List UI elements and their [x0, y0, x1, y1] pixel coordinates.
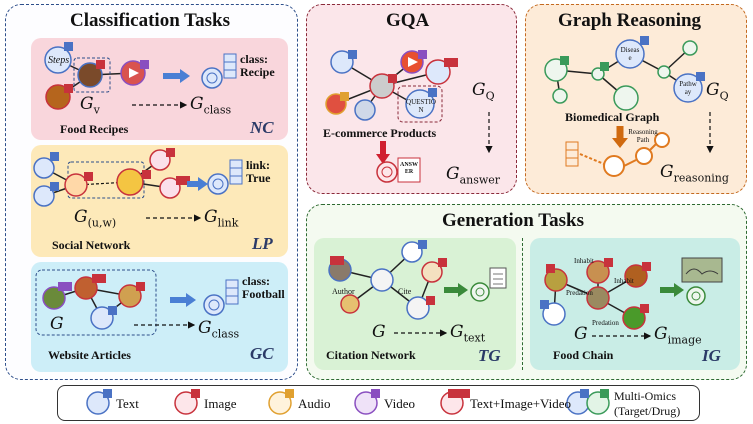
gc-class-value: Football: [242, 287, 285, 301]
graph-caption: Biomedical Graph: [565, 110, 660, 124]
gc-gclass: Gclass: [198, 318, 240, 341]
classification-title: Classification Tasks: [70, 10, 230, 31]
legend-tiv: Text+Image+Video: [470, 396, 572, 411]
tg-cite: Cite: [398, 287, 412, 296]
graph-pathway: Pathway: [679, 80, 697, 96]
nc-caption: Food Recipes: [60, 122, 129, 136]
legend-video: Video: [384, 396, 415, 411]
gqa-title: GQA: [386, 10, 430, 31]
gc-g: G: [50, 314, 64, 334]
gqa-ganswer: Ganswer: [446, 164, 501, 187]
gqa-caption: E-commerce Products: [323, 126, 437, 140]
graph-title: Graph Reasoning: [558, 10, 702, 31]
gqa-graph: [325, 50, 493, 183]
lp-link-prefix: link:: [246, 158, 271, 172]
lp-glink: Glink: [204, 207, 239, 230]
nc-class-prefix: class:: [240, 52, 268, 66]
graph-gq: GQ: [706, 80, 729, 103]
generation-divider: [522, 238, 523, 370]
ig-inhabit1: Inhabit: [574, 257, 594, 265]
legend-omics: Multi-Omics: [614, 389, 676, 403]
nc-graph: [44, 42, 237, 110]
gc-tag: GC: [250, 344, 274, 363]
graph-disease: Disease: [620, 46, 640, 62]
ig-graph: [540, 257, 723, 340]
legend-image: Image: [204, 396, 237, 411]
ig-gimage: Gimage: [654, 324, 702, 347]
tg-caption: Citation Network: [326, 348, 416, 362]
ig-inhabit2: Inhabit: [614, 277, 634, 285]
ig-tag: IG: [702, 346, 721, 365]
nc-gclass: Gclass: [190, 94, 232, 117]
lp-graph: [33, 148, 243, 222]
lp-link-value: True: [246, 171, 271, 185]
gqa-gq: GQ: [472, 80, 495, 103]
nc-class-value: Recipe: [240, 65, 275, 79]
gqa-question: QUESTION: [406, 98, 436, 114]
ig-predation1: Predation: [566, 289, 593, 297]
generation-title: Generation Tasks: [442, 210, 585, 231]
graph-greason: Greasoning: [660, 162, 729, 185]
gc-box: [31, 262, 288, 372]
tg-tag: TG: [478, 346, 501, 365]
tg-g: G: [372, 322, 386, 342]
gc-graph: [35, 269, 239, 336]
gqa-answer: ANSWER: [399, 162, 418, 175]
graph-path-label: Reasoning Path: [628, 128, 658, 144]
ig-predation2: Predation: [592, 319, 619, 327]
graph-reasoning-graph: [544, 36, 714, 177]
lp-caption: Social Network: [52, 238, 131, 252]
ig-caption: Food Chain: [553, 348, 614, 362]
lp-g: G(u,w): [74, 207, 117, 230]
legend-omics2: (Target/Drug): [614, 404, 681, 418]
tg-gtext: Gtext: [450, 322, 486, 345]
legend-audio: Audio: [298, 396, 331, 411]
ig-g: G: [574, 324, 588, 344]
tg-graph: [328, 240, 507, 337]
nc-tag: NC: [250, 118, 274, 137]
gc-caption: Website Articles: [48, 348, 131, 362]
legend-icons: [86, 389, 610, 415]
nc-steps-label: Steps: [48, 55, 70, 66]
legend-text: Text: [116, 396, 139, 411]
nc-gv: Gv: [80, 94, 100, 117]
lp-tag: LP: [252, 234, 273, 253]
gc-class-prefix: class:: [242, 274, 270, 288]
tg-author: Author: [332, 287, 355, 296]
nc-text-node: [44, 46, 72, 74]
